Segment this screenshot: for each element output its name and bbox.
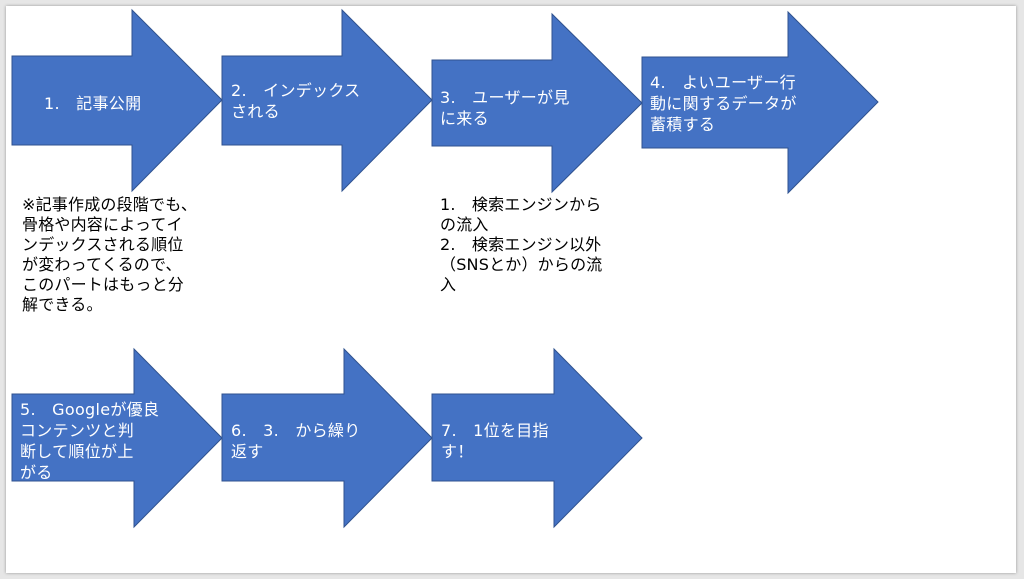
arrow-label-4: 4. よいユーザー行 動に関するデータが 蓄積する bbox=[650, 73, 797, 134]
arrow-label-3: 3. ユーザーが見 に来る bbox=[440, 88, 570, 128]
arrow-label-5: 5. Googleが優良 コンテンツと判 断して順位が上 がる bbox=[20, 400, 160, 482]
arrow-shape-1 bbox=[11, 8, 223, 193]
process-arrow-4[interactable]: 4. よいユーザー行 動に関するデータが 蓄積する bbox=[641, 10, 879, 195]
arrow-shape-6 bbox=[221, 347, 433, 529]
slide-canvas: 1. 記事公開 2. インデックス される 3. ユーザーが見 に来る 4. よ… bbox=[6, 6, 1016, 573]
arrow-shape-5 bbox=[11, 347, 223, 529]
arrow-label-6: 6. 3. から繰り 返す bbox=[231, 421, 361, 461]
arrow-label-1: 1. 記事公開 bbox=[44, 94, 142, 113]
process-arrow-5[interactable]: 5. Googleが優良 コンテンツと判 断して順位が上 がる bbox=[11, 347, 223, 529]
process-arrow-7[interactable]: 7. 1位を目指 す！ bbox=[431, 347, 643, 529]
arrow-shape-7 bbox=[431, 347, 643, 529]
process-arrow-1[interactable]: 1. 記事公開 bbox=[11, 8, 223, 193]
arrow-shape-3 bbox=[431, 12, 643, 194]
arrow-label-7: 7. 1位を目指 す！ bbox=[441, 421, 549, 461]
process-arrow-2[interactable]: 2. インデックス される bbox=[221, 8, 433, 193]
arrow-shape-4 bbox=[641, 10, 879, 195]
note-step3: 1. 検索エンジンから の流入 2. 検索エンジン以外 （SNSとか）からの流 … bbox=[440, 195, 603, 294]
arrow-shape-2 bbox=[221, 8, 433, 193]
note-step1: ※記事作成の段階でも、 骨格や内容によってイ ンデックスされる順位 が変わってく… bbox=[22, 195, 198, 314]
process-arrow-6[interactable]: 6. 3. から繰り 返す bbox=[221, 347, 433, 529]
arrow-label-2: 2. インデックス される bbox=[231, 81, 361, 121]
process-arrow-3[interactable]: 3. ユーザーが見 に来る bbox=[431, 12, 643, 194]
